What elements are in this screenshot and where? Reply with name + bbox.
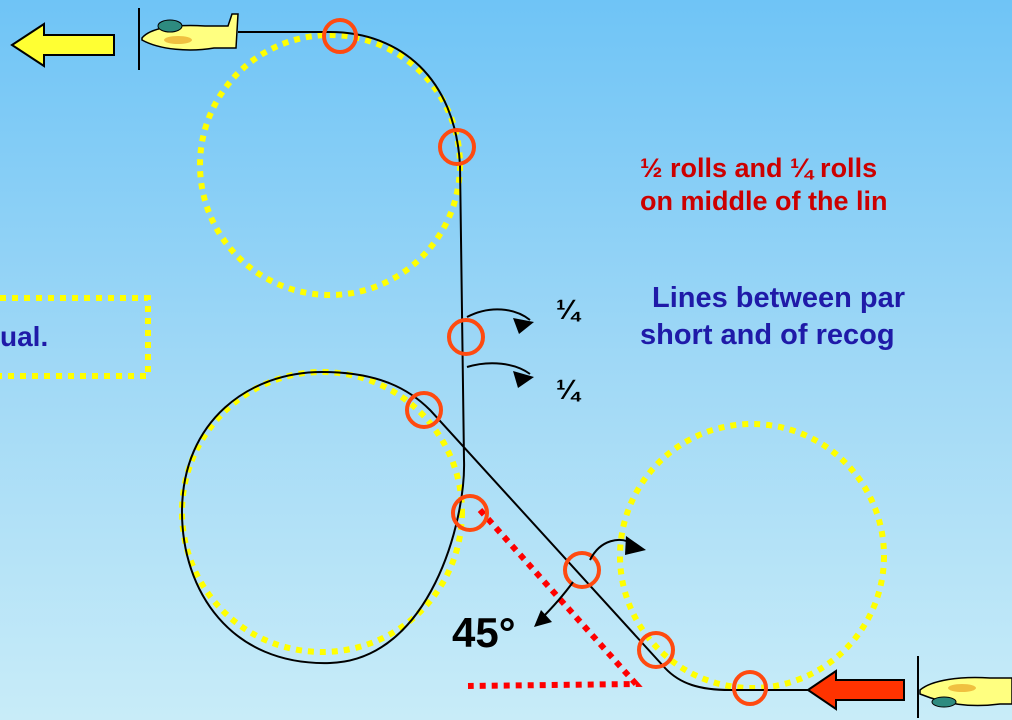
guide-circle-top bbox=[200, 35, 460, 295]
quarter-roll-arrowhead-bottom bbox=[513, 371, 534, 388]
roll-note-line2: on middle of the lin bbox=[640, 188, 887, 215]
quarter-roll-label-top: ¼ bbox=[556, 296, 579, 324]
angle-arc-upper-head bbox=[625, 536, 646, 555]
lines-note-line1: Lines between par bbox=[652, 284, 905, 313]
angle-arc-lower-head bbox=[534, 610, 552, 627]
marker-circles bbox=[324, 20, 766, 704]
roll-note-line1: ½ rolls and ¼ rolls bbox=[640, 155, 877, 182]
left-arrow-icon bbox=[808, 671, 904, 709]
angle-label: 45° bbox=[452, 612, 516, 654]
left-arrow-icon bbox=[12, 24, 114, 66]
quarter-roll-arrow-bottom bbox=[467, 363, 530, 374]
quarter-roll-arrowhead-top bbox=[513, 318, 534, 334]
angle-reference-line bbox=[468, 510, 636, 686]
left-box-label: ual. bbox=[0, 323, 48, 351]
lines-note-line2: short and of recog bbox=[640, 321, 895, 350]
guide-circle-bottom-right bbox=[620, 424, 884, 688]
angle-arc-lower bbox=[540, 582, 573, 620]
marker-circle bbox=[565, 553, 599, 587]
airplane-icon bbox=[139, 8, 238, 70]
quarter-roll-label-bottom: ¼ bbox=[556, 376, 579, 404]
quarter-roll-arrow-top bbox=[467, 309, 530, 320]
marker-circle bbox=[407, 393, 441, 427]
marker-circle bbox=[449, 320, 483, 354]
marker-circle bbox=[324, 20, 356, 52]
airplane-icon bbox=[918, 656, 1012, 718]
flight-path bbox=[182, 32, 832, 690]
